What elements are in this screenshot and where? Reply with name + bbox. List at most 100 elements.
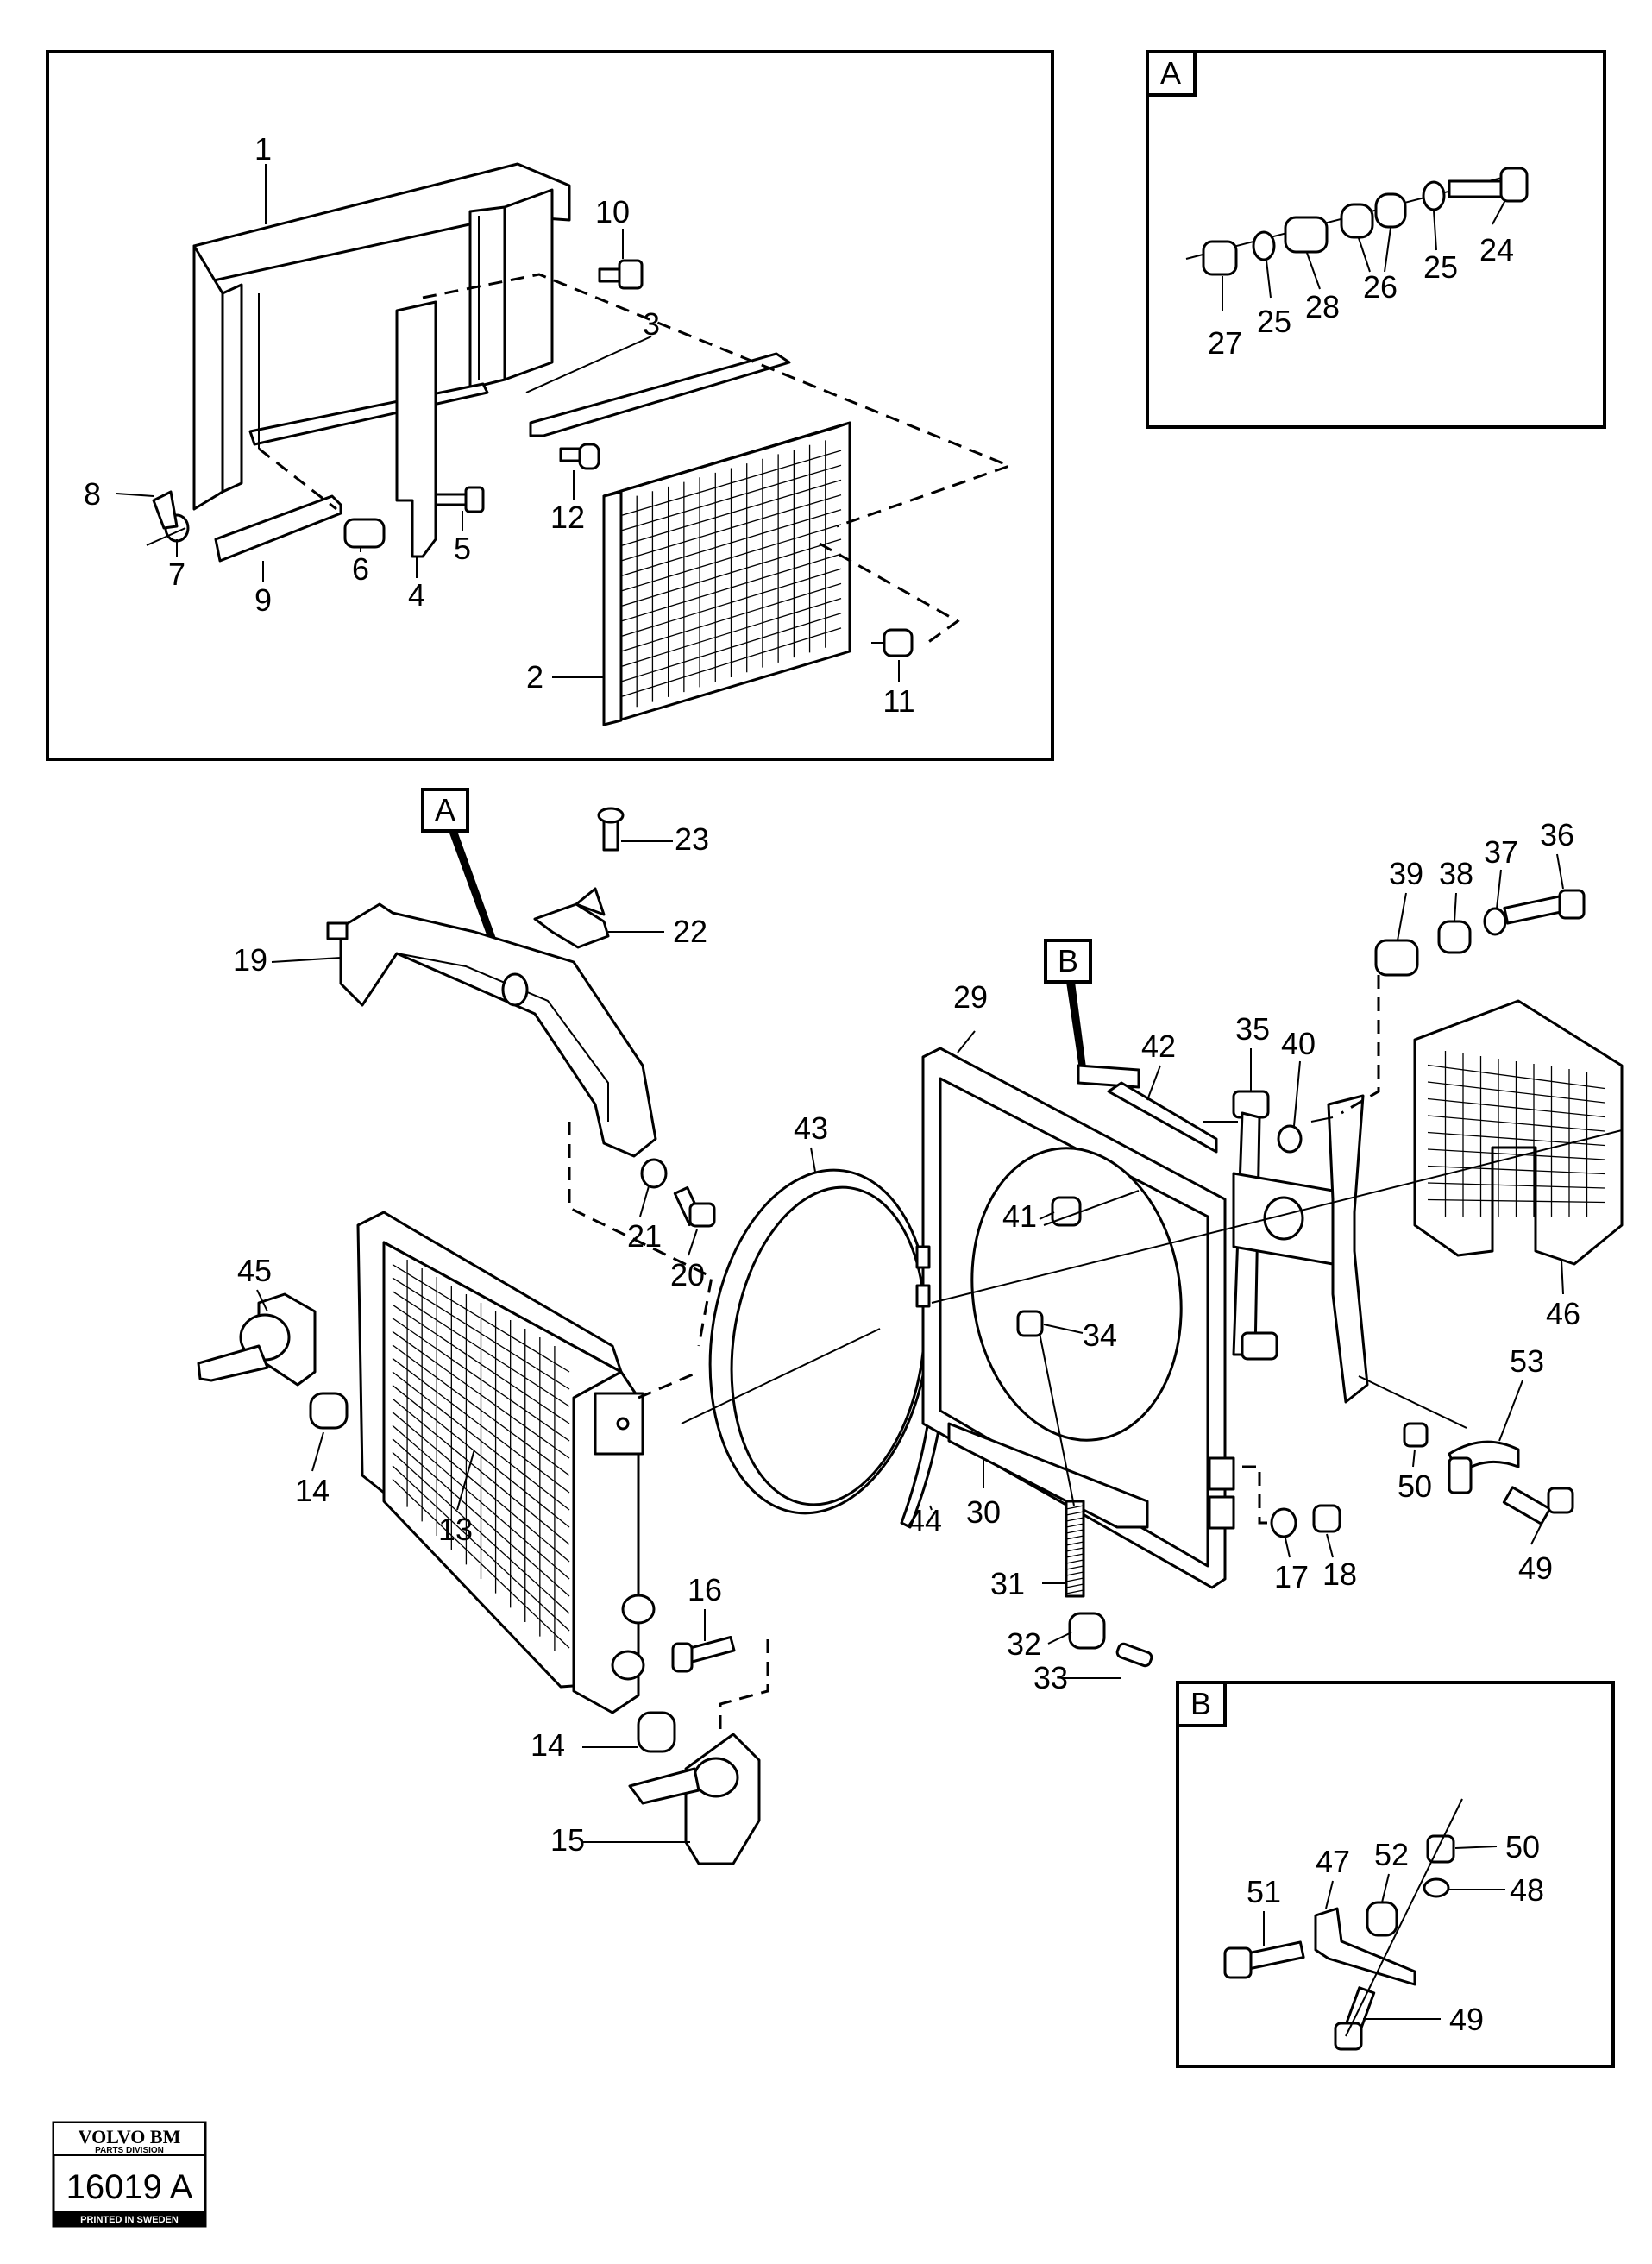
part-6-spacer xyxy=(343,518,386,549)
label-23: 23 xyxy=(675,821,709,857)
label-10: 10 xyxy=(595,194,630,230)
label-4: 4 xyxy=(408,577,425,613)
label-12: 12 xyxy=(550,500,585,535)
grille-assembly-inset xyxy=(46,50,1054,761)
part-21-washer xyxy=(640,1158,668,1189)
label-32: 32 xyxy=(1007,1626,1041,1662)
part-17-washer xyxy=(1270,1507,1297,1538)
part-11-nut xyxy=(883,628,914,657)
label-42: 42 xyxy=(1141,1028,1176,1064)
stamp-brand: VOLVO BM xyxy=(79,2126,181,2148)
stamp-printed: PRINTED IN SWEDEN xyxy=(80,2215,179,2225)
label-29: 29 xyxy=(953,979,988,1015)
label-45: 45 xyxy=(237,1253,272,1288)
label-24: 24 xyxy=(1479,232,1514,267)
label-50-main: 50 xyxy=(1398,1468,1432,1504)
part-4-strip xyxy=(395,300,437,558)
part-32-sleeve xyxy=(1068,1612,1106,1650)
part-26-rubber-a xyxy=(1340,203,1374,239)
part-13-radiator xyxy=(356,1211,656,1714)
inset-b: B xyxy=(1176,1681,1615,2068)
part-28-bushing xyxy=(1284,216,1329,254)
label-51: 51 xyxy=(1247,1874,1281,1909)
part-34-nut xyxy=(1016,1310,1044,1337)
part-14-rubber-upper xyxy=(309,1392,349,1430)
part-24-bolt xyxy=(1448,167,1529,203)
label-25-left: 25 xyxy=(1257,304,1291,339)
part-16-screw xyxy=(671,1636,736,1673)
label-36: 36 xyxy=(1540,817,1574,852)
inset-a-label: A xyxy=(1160,55,1181,91)
part-9-bar xyxy=(214,494,342,563)
label-52: 52 xyxy=(1374,1837,1409,1872)
part-8-pin xyxy=(152,490,179,530)
label-26: 26 xyxy=(1363,269,1398,305)
label-46: 46 xyxy=(1546,1296,1580,1331)
label-14-lower: 14 xyxy=(531,1727,565,1763)
label-50-inset: 50 xyxy=(1505,1829,1540,1865)
label-6: 6 xyxy=(352,551,369,587)
label-7: 7 xyxy=(168,557,185,592)
part-10-screw xyxy=(598,259,644,290)
label-17: 17 xyxy=(1274,1559,1309,1594)
part-49-screw xyxy=(1502,1486,1574,1525)
part-14-rubber-lower xyxy=(637,1711,676,1753)
part-31-stud xyxy=(1065,1500,1085,1598)
stamp-drawing-number: 16019 A xyxy=(66,2168,193,2206)
label-28: 28 xyxy=(1305,289,1340,324)
label-1: 1 xyxy=(254,131,272,167)
label-18: 18 xyxy=(1322,1556,1357,1592)
label-34: 34 xyxy=(1083,1318,1117,1353)
part-5-screw xyxy=(434,486,485,513)
label-49-inset: 49 xyxy=(1449,2002,1484,2037)
part-23-screw xyxy=(597,807,625,852)
part-53-clamp xyxy=(1448,1440,1520,1494)
label-25-right: 25 xyxy=(1423,249,1458,285)
part-36-screw xyxy=(1503,889,1586,925)
part-43-fan-ring xyxy=(708,1168,931,1515)
part-51-screw xyxy=(1223,1940,1305,1979)
label-11: 11 xyxy=(883,683,914,719)
main-radiator-assembly: A B xyxy=(197,788,1624,1865)
label-44: 44 xyxy=(908,1503,942,1538)
part-45-bracket xyxy=(197,1292,317,1387)
label-48: 48 xyxy=(1510,1872,1544,1908)
part-33-pin xyxy=(1115,1642,1153,1668)
label-47: 47 xyxy=(1316,1844,1350,1879)
label-30: 30 xyxy=(966,1494,1001,1530)
part-38-rubber xyxy=(1437,920,1472,954)
pointer-a-label: A xyxy=(435,792,455,827)
label-39: 39 xyxy=(1389,856,1423,891)
part-37-washer xyxy=(1483,907,1507,936)
label-16: 16 xyxy=(688,1572,722,1607)
part-20-screw xyxy=(673,1185,716,1228)
part-19-support-arm xyxy=(326,902,657,1158)
label-40: 40 xyxy=(1281,1026,1316,1061)
volvo-bm-stamp: VOLVO BM PARTS DIVISION 16019 A PRINTED … xyxy=(52,2121,207,2228)
part-40-plate xyxy=(1232,1094,1369,1404)
label-22: 22 xyxy=(673,914,707,949)
part-27-nut xyxy=(1202,240,1238,276)
part-3-bar xyxy=(529,352,791,437)
label-3: 3 xyxy=(643,306,660,342)
label-20: 20 xyxy=(670,1257,705,1292)
part-22-bracket xyxy=(533,887,610,949)
pointer-b-label: B xyxy=(1058,943,1078,978)
label-49-main: 49 xyxy=(1518,1550,1553,1586)
pointer-a-box xyxy=(421,788,469,833)
inset-b-label: B xyxy=(1190,1686,1211,1721)
label-14-upper: 14 xyxy=(295,1473,330,1508)
label-15: 15 xyxy=(550,1822,585,1858)
label-13: 13 xyxy=(438,1512,473,1547)
part-50-nut xyxy=(1403,1422,1429,1448)
part-15-bracket xyxy=(628,1733,761,1865)
label-31: 31 xyxy=(990,1566,1025,1601)
inset-a: A xyxy=(1146,50,1606,429)
part-2-grille xyxy=(602,421,851,726)
label-35: 35 xyxy=(1235,1011,1270,1047)
part-42-rod xyxy=(1107,1081,1218,1154)
label-19: 19 xyxy=(233,942,267,978)
label-41: 41 xyxy=(1002,1198,1037,1234)
label-27: 27 xyxy=(1208,325,1242,361)
